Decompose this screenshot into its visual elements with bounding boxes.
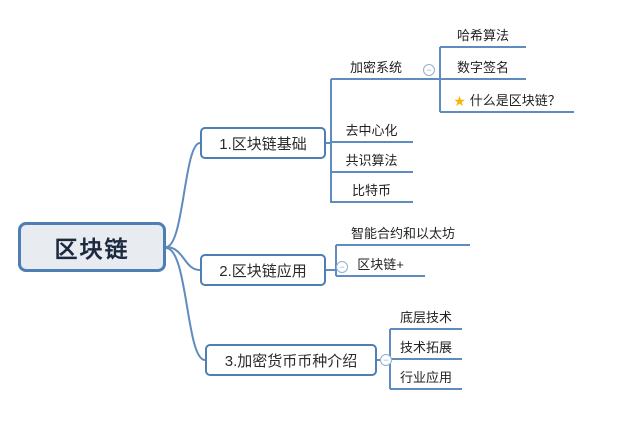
node-label: 加密系统 [349,60,402,75]
connector-lines [165,47,441,389]
connector-branch2-children [326,245,337,276]
node-label: 3.加密货币币种介绍 [224,352,358,370]
node-blockchain-plus[interactable]: 区块链+ [336,255,425,277]
node-bitcoin[interactable]: 比特币 [330,181,413,203]
node-label: 哈希算法 [456,28,509,43]
node-label: 数字签名 [456,60,509,75]
node-label: 区块链+ [357,257,404,272]
node-label: 1.区块链基础 [219,135,307,153]
collapse-icon[interactable]: − [380,354,392,366]
node-label: 去中心化 [345,123,398,138]
node-industry-application[interactable]: 行业应用 [390,368,462,390]
collapse-icon[interactable]: − [336,261,348,273]
star-icon[interactable]: ★ [453,93,466,109]
node-technology-expansion[interactable]: 技术拓展 [390,338,462,360]
node-consensus-algorithm[interactable]: 共识算法 [330,151,413,173]
connector-encryption-children [421,47,441,112]
node-decentralization[interactable]: 去中心化 [330,121,413,143]
node-label: 技术拓展 [399,340,452,355]
node-digital-signature[interactable]: 数字签名 [440,58,526,80]
node-blockchain-applications[interactable]: 2.区块链应用 [200,254,326,286]
collapse-icon[interactable]: − [423,64,435,76]
connector-root-branch2 [165,246,201,271]
node-label: 共识算法 [345,153,398,168]
connector-root-branch1 [165,142,201,248]
root-node-blockchain[interactable]: 区块链 [18,222,166,272]
connector-root-branch3 [165,247,206,361]
node-what-is-blockchain[interactable]: ★ 什么是区块链？ [440,91,574,113]
node-label: 行业应用 [399,370,452,385]
node-blockchain-basics[interactable]: 1.区块链基础 [200,127,326,159]
node-label: 什么是区块链？ [469,93,561,108]
node-hash-algorithm[interactable]: 哈希算法 [440,26,526,48]
node-label: 底层技术 [399,310,452,325]
root-node-label: 区块链 [54,236,130,262]
node-label: 比特币 [351,183,391,198]
node-encryption-system[interactable]: 加密系统 [331,58,421,80]
node-label: 2.区块链应用 [219,262,307,280]
node-cryptocurrency-intro[interactable]: 3.加密货币币种介绍 [205,344,377,376]
node-underlying-technology[interactable]: 底层技术 [390,308,462,330]
node-label: 智能合约和以太坊 [350,226,455,241]
connector-branch1-children [326,79,332,202]
node-smart-contracts-ethereum[interactable]: 智能合约和以太坊 [336,224,470,246]
